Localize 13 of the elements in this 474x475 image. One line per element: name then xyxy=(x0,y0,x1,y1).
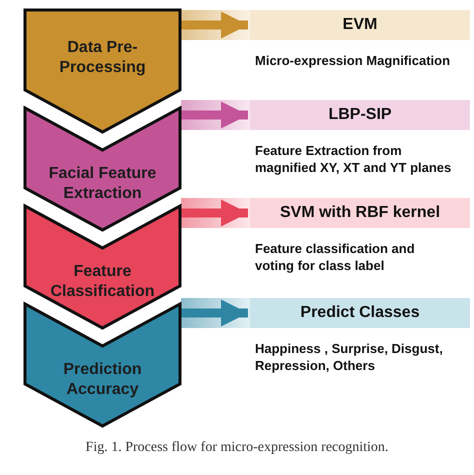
description-text: Micro-expression Magnification xyxy=(255,52,452,69)
caption: Fig. 1. Process flow for micro-expression recognition. xyxy=(84,440,390,456)
step-label: Feature Classification xyxy=(49,262,156,302)
step-label: Data Pre-Processing xyxy=(58,38,147,78)
method-banner: SVM with RBF kernel xyxy=(250,198,470,228)
step-label: Facial Feature Extraction xyxy=(48,164,158,204)
description-text: Feature Extraction from magnified XY, XT and YT planes xyxy=(255,142,452,176)
description-text: Feature classification and voting for class label xyxy=(255,240,416,274)
method-banner: EVM xyxy=(250,10,470,40)
method-banner: Predict Classes xyxy=(250,298,470,328)
method-banner: LBP-SIP xyxy=(250,100,470,130)
step-label: Prediction Accuracy xyxy=(62,360,143,400)
description-text: Happiness , Surprise, Disgust, Repression, Others xyxy=(255,340,444,374)
